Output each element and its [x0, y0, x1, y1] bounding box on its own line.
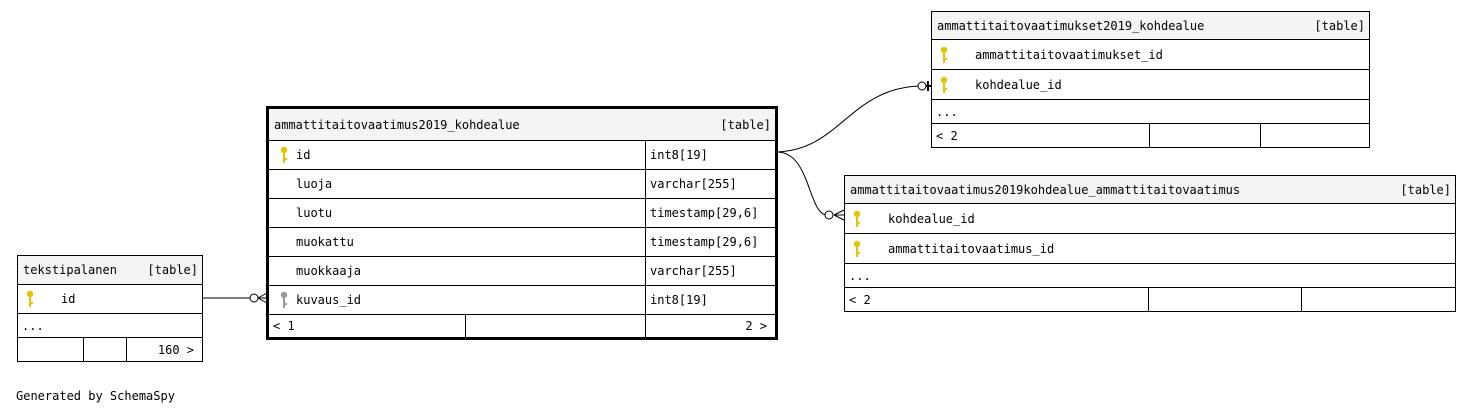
- column-row[interactable]: muokattu timestamp[29,6]: [269, 228, 775, 257]
- table-ammattitaitovaatimukset2019-kohdealue[interactable]: ammattitaitovaatimukset2019_kohdealue [t…: [931, 11, 1370, 148]
- primary-key-icon: [26, 290, 34, 307]
- more-columns: ...: [22, 318, 44, 333]
- table-ammattitaitovaatimus2019kohdealue-ammattitaitovaatimus[interactable]: ammattitaitovaatimus2019kohdealue_ammatt…: [844, 175, 1456, 312]
- relationship-main-link-optional-marker: [824, 210, 834, 220]
- ellipsis-row: ...: [845, 264, 1455, 288]
- column-row[interactable]: muokkaaja varchar[255]: [269, 257, 775, 286]
- column-type: varchar[255]: [645, 257, 775, 285]
- counts-row: < 2: [932, 124, 1369, 147]
- column-type: int8[19]: [645, 286, 775, 314]
- column-row[interactable]: ammattitaitovaatimukset_id: [932, 40, 1369, 70]
- primary-key-icon: [940, 46, 948, 63]
- column-name: id: [296, 148, 311, 162]
- relationship-tekstipalanen-main-optional-marker: [249, 293, 259, 303]
- table-name: tekstipalanen: [23, 263, 117, 277]
- row-count: 160 >: [126, 338, 202, 361]
- generated-by-label: Generated by SchemaSpy: [16, 389, 175, 403]
- column-name: kuvaus_id: [296, 293, 362, 307]
- table-header: ammattitaitovaatimus2019_kohdealue [tabl…: [269, 109, 775, 141]
- column-row[interactable]: ammattitaitovaatimus_id: [845, 234, 1455, 264]
- parents-count: < 2: [849, 292, 871, 307]
- column-name: id: [61, 292, 76, 306]
- column-row[interactable]: luoja varchar[255]: [269, 170, 775, 199]
- table-header: tekstipalanen [table]: [18, 256, 202, 285]
- row-count: [1260, 124, 1369, 147]
- children-count: [1149, 124, 1260, 147]
- children-count: [18, 338, 83, 361]
- column-row[interactable]: kohdealue_id: [845, 204, 1455, 234]
- primary-key-icon: [853, 240, 861, 257]
- column-row[interactable]: kohdealue_id: [932, 70, 1369, 100]
- relationship-main-link-crowfoot: [833, 209, 845, 221]
- ellipsis-row: ...: [932, 100, 1369, 124]
- parents-count: [83, 338, 126, 361]
- table-name: ammattitaitovaatimukset2019_kohdealue: [937, 18, 1205, 33]
- column-row[interactable]: id int8[19]: [269, 141, 775, 170]
- more-columns: ...: [936, 104, 958, 119]
- column-type: varchar[255]: [645, 170, 775, 198]
- table-header: ammattitaitovaatimus2019kohdealue_ammatt…: [845, 176, 1455, 204]
- column-name: kohdealue_id: [888, 211, 975, 226]
- primary-key-icon: [853, 210, 861, 227]
- column-row[interactable]: kuvaus_id int8[19]: [269, 286, 775, 315]
- column-name: muokkaaja: [296, 264, 362, 278]
- parents-count: < 1: [273, 319, 295, 333]
- column-name: kohdealue_id: [975, 77, 1062, 92]
- children-count: [465, 315, 645, 337]
- column-type: int8[19]: [645, 141, 775, 169]
- column-name: luotu: [296, 206, 333, 220]
- column-name: ammattitaitovaatimus_id: [888, 241, 1055, 256]
- parents-count: < 2: [936, 128, 958, 143]
- row-count: 2 >: [645, 315, 775, 337]
- foreign-key-icon: [280, 291, 288, 308]
- row-count: [1301, 288, 1455, 311]
- table-kind: [table]: [720, 117, 771, 132]
- column-type: timestamp[29,6]: [645, 228, 775, 256]
- column-row[interactable]: luotu timestamp[29,6]: [269, 199, 775, 228]
- table-header: ammattitaitovaatimukset2019_kohdealue [t…: [932, 12, 1369, 40]
- column-name: luoja: [296, 177, 333, 191]
- more-columns: ...: [849, 268, 871, 283]
- table-kind: [table]: [1314, 18, 1365, 33]
- counts-row: < 1 2 >: [269, 315, 775, 337]
- children-count: [1148, 288, 1301, 311]
- counts-row: < 2: [845, 288, 1455, 311]
- primary-key-icon: [280, 146, 288, 163]
- relationship-main-ammattitaitovaatimukset-optional-marker: [917, 81, 927, 91]
- relationship-main-link: [776, 151, 827, 216]
- primary-key-icon: [940, 76, 948, 93]
- table-ammattitaitovaatimus2019-kohdealue[interactable]: ammattitaitovaatimus2019_kohdealue [tabl…: [266, 106, 778, 340]
- ellipsis-row: ...: [18, 314, 202, 338]
- column-name: ammattitaitovaatimukset_id: [975, 47, 1163, 62]
- column-row[interactable]: id: [18, 285, 202, 314]
- relationship-tekstipalanen-main-crowfoot: [257, 292, 268, 304]
- table-tekstipalanen[interactable]: tekstipalanen [table] id ... 160 >: [17, 255, 203, 362]
- relationship-main-ammattitaitovaatimukset: [776, 85, 921, 153]
- table-name: ammattitaitovaatimus2019kohdealue_ammatt…: [850, 182, 1241, 197]
- column-name: muokattu: [296, 235, 354, 249]
- column-type: timestamp[29,6]: [645, 199, 775, 227]
- counts-row: 160 >: [18, 338, 202, 361]
- relationship-main-ammattitaitovaatimukset-one-marker: [926, 81, 931, 91]
- table-kind: [table]: [1400, 182, 1451, 197]
- table-name: ammattitaitovaatimus2019_kohdealue: [274, 117, 520, 132]
- table-kind: [table]: [147, 263, 198, 277]
